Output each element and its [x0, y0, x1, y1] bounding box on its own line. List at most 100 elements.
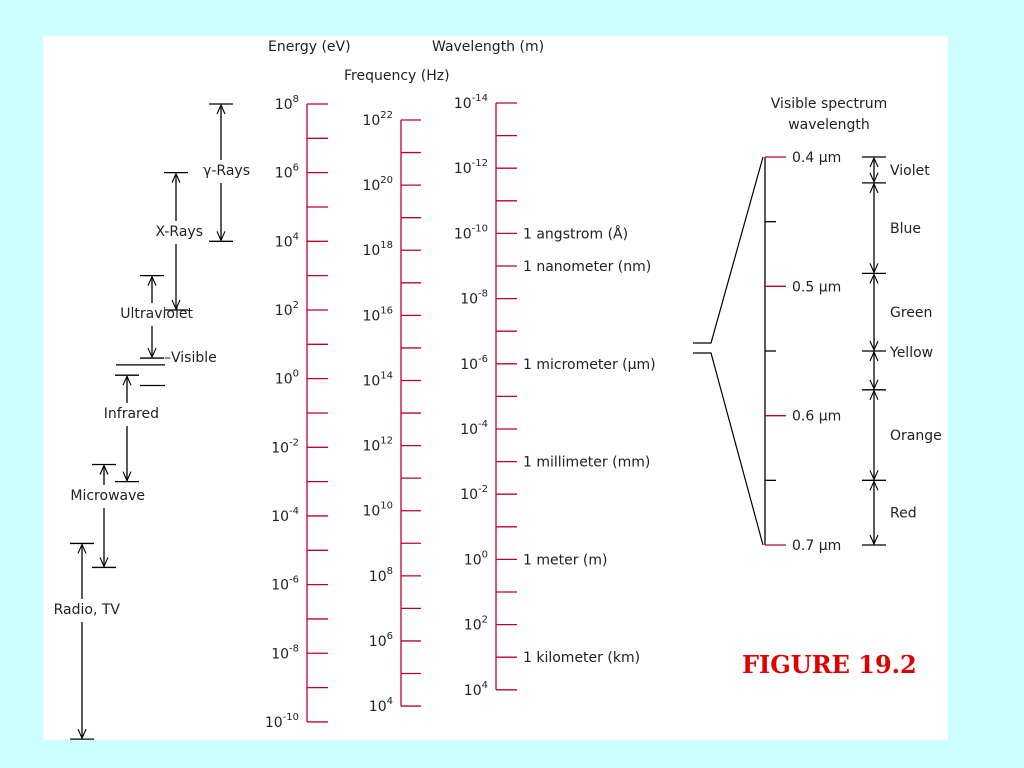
- frequency-axis-title: Frequency (Hz): [344, 68, 450, 84]
- energy-tick-label: 100: [275, 369, 299, 388]
- region-4: –Visible: [116, 350, 217, 387]
- wavelength-axis-title: Wavelength (m): [432, 39, 544, 55]
- color-band-label: Green: [890, 305, 932, 321]
- arrow-head-up: [869, 350, 879, 362]
- wavelength-unit-label: 1 meter (m): [523, 552, 607, 568]
- arrow-head-down: [869, 534, 879, 546]
- color-band: Green: [869, 273, 932, 352]
- visible-tick-label: 0.7 µm: [792, 538, 841, 554]
- arrow-head-up: [171, 172, 181, 183]
- region-label: Ultraviolet: [120, 306, 193, 322]
- wavelength-tick-label: 10-14: [454, 93, 488, 112]
- arrow-head-up: [869, 273, 879, 284]
- color-band: Yellow: [869, 345, 933, 391]
- energy-tick-label: 102: [275, 300, 299, 319]
- visible-spectrum-scale: 0.4 µm 0.5 µm 0.6 µm 0.7 µm: [764, 150, 841, 554]
- region-label: –Visible: [164, 350, 217, 366]
- region-label: Radio, TV: [54, 602, 121, 618]
- wavelength-unit-label: 1 angstrom (Å): [523, 225, 628, 242]
- wavelength-tick-label: 10-12: [454, 158, 488, 177]
- arrow-head-up: [869, 156, 879, 168]
- color-band: Violet: [869, 156, 930, 184]
- frequency-tick-label: 1010: [362, 501, 393, 520]
- arrow-head-down: [122, 471, 132, 482]
- color-band-label: Red: [890, 506, 917, 522]
- arrow-head-up: [216, 103, 226, 115]
- arrow-head-down: [99, 557, 109, 568]
- arrow-head-up: [99, 464, 109, 475]
- color-band-label: Yellow: [889, 345, 933, 361]
- figure-label: FIGURE 19.2: [742, 650, 917, 679]
- region-2: X-Rays: [155, 172, 203, 311]
- frequency-tick-label: 106: [369, 631, 393, 650]
- arrow-head-down: [869, 263, 879, 274]
- region-5: Infrared: [104, 374, 159, 483]
- region-label: γ-Rays: [203, 163, 250, 179]
- color-band: Orange: [869, 389, 942, 481]
- energy-tick-label: 106: [275, 163, 299, 182]
- arrow-head-up: [869, 182, 879, 194]
- wavelength-scale: 10-1410-1210-1010-810-610-410-2100102104…: [454, 93, 656, 699]
- color-band-label: Blue: [890, 221, 921, 237]
- frequency-tick-label: 1022: [362, 110, 393, 129]
- arrow-head-up: [77, 543, 87, 554]
- visible-tick-label: 0.5 µm: [792, 279, 841, 295]
- frequency-tick-label: 104: [369, 696, 393, 715]
- wavelength-unit-label: 1 millimeter (mm): [523, 455, 650, 471]
- region-1: γ-Rays: [203, 103, 250, 242]
- arrow-head-up: [122, 374, 132, 386]
- zoom-line-top: [693, 156, 764, 344]
- energy-axis-title: Energy (eV): [268, 39, 351, 55]
- arrow-head-down: [77, 728, 87, 740]
- energy-tick-label: 10-4: [271, 506, 299, 525]
- wavelength-tick-label: 102: [464, 615, 488, 634]
- region-7: Radio, TV: [54, 542, 121, 740]
- wavelength-tick-label: 104: [464, 680, 488, 699]
- region-label: Infrared: [104, 406, 159, 422]
- arrow-head-down: [216, 231, 226, 242]
- arrow-head-down: [869, 172, 879, 184]
- visible-zoom-connector: [693, 156, 764, 546]
- region-label: X-Rays: [155, 224, 203, 240]
- wavelength-tick-label: 10-6: [460, 354, 488, 373]
- region-label: Microwave: [70, 488, 145, 504]
- wavelength-tick-label: 100: [464, 549, 488, 568]
- arrow-head-down: [147, 347, 157, 359]
- wavelength-tick-label: 10-10: [454, 223, 488, 242]
- frequency-tick-label: 1014: [362, 370, 393, 389]
- frequency-tick-label: 1016: [362, 305, 393, 324]
- energy-tick-label: 10-10: [265, 712, 299, 731]
- energy-tick-label: 108: [275, 94, 299, 113]
- wavelength-tick-label: 10-8: [460, 289, 488, 308]
- wavelength-unit-label: 1 nanometer (nm): [523, 259, 651, 275]
- color-band-label: Violet: [890, 163, 930, 179]
- arrow-head-up: [147, 275, 157, 286]
- region-3: Ultraviolet: [120, 274, 194, 359]
- axis-titles: Energy (eV) Wavelength (m) Frequency (Hz…: [268, 39, 887, 133]
- arrow-head-down: [171, 299, 181, 311]
- visible-tick-label: 0.4 µm: [792, 150, 841, 166]
- energy-tick-label: 10-2: [271, 437, 299, 456]
- energy-tick-label: 10-8: [271, 643, 299, 662]
- zoom-line-bottom: [693, 352, 764, 546]
- visible-title-line2: wavelength: [788, 117, 870, 133]
- wavelength-unit-label: 1 kilometer (km): [523, 650, 640, 666]
- color-band-label: Orange: [890, 428, 942, 444]
- visible-tick-label: 0.6 µm: [792, 409, 841, 425]
- wavelength-tick-label: 10-4: [460, 419, 488, 438]
- color-band: Blue: [869, 182, 921, 274]
- frequency-tick-label: 1018: [362, 240, 393, 259]
- arrow-head-down: [869, 379, 879, 391]
- energy-tick-label: 10-6: [271, 575, 299, 594]
- wavelength-unit-label: 1 micrometer (µm): [523, 357, 656, 373]
- frequency-tick-label: 1012: [362, 436, 393, 455]
- region-6: Microwave: [70, 463, 145, 569]
- visible-title-line1: Visible spectrum: [771, 96, 887, 112]
- color-band: Red: [869, 479, 917, 546]
